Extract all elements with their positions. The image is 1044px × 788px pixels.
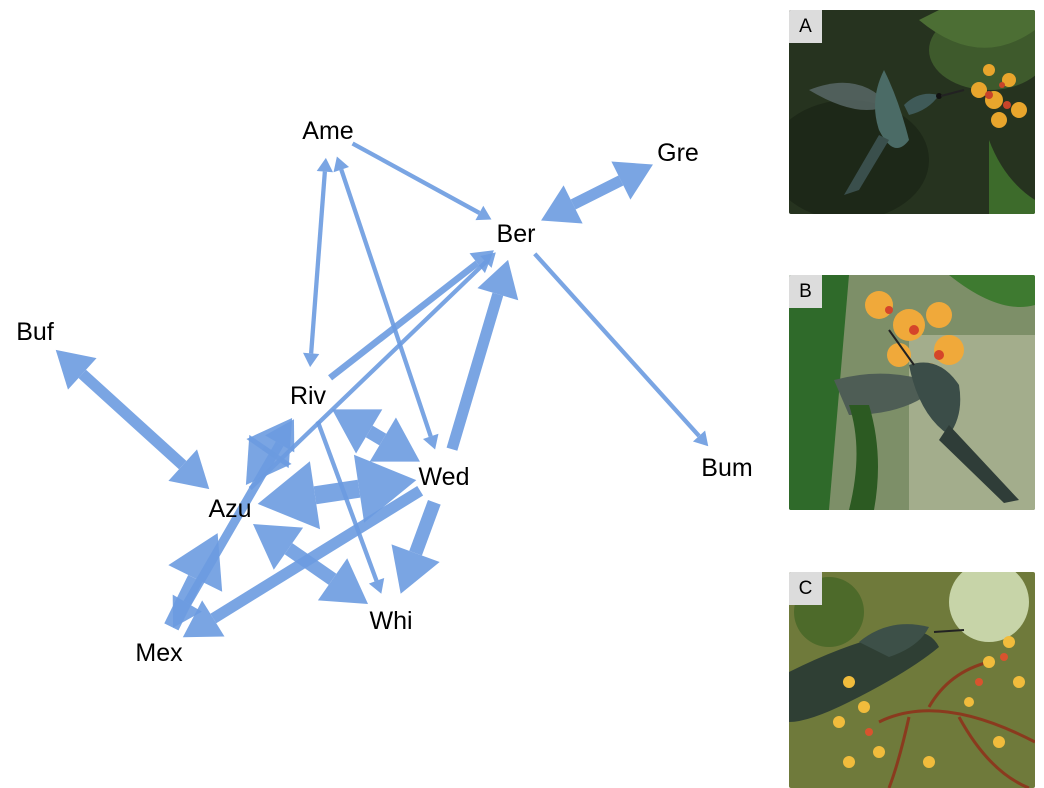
node-label-bum: Bum: [701, 454, 752, 482]
photo-c: C: [789, 572, 1035, 788]
photo-tag-b: B: [789, 275, 822, 308]
edge-ame-ber: [351, 141, 492, 221]
edge-azu-buf: [55, 349, 210, 490]
photo-tag-c: C: [789, 572, 822, 605]
node-label-whi: Whi: [369, 607, 412, 635]
node-label-azu: Azu: [208, 495, 251, 523]
photo-a: A: [789, 10, 1035, 214]
edge-wed-ber: [446, 259, 519, 451]
edge-ame-riv: [302, 157, 334, 368]
edge-mex-azu: [164, 533, 223, 631]
node-label-ame: Ame: [302, 117, 353, 145]
edges-layer: [55, 141, 709, 638]
edge-wed-azu: [257, 454, 417, 530]
edge-wed-whi: [391, 499, 441, 594]
node-label-buf: Buf: [16, 318, 54, 346]
edge-wed-mex: [182, 485, 424, 638]
node-label-gre: Gre: [657, 139, 699, 167]
hummingbird-photo-c: [789, 572, 1035, 788]
hummingbird-photo-b: [789, 275, 1035, 510]
edge-ame-wed: [333, 156, 439, 450]
edge-riv-azu: [245, 418, 293, 485]
node-label-mex: Mex: [135, 639, 183, 667]
node-label-ber: Ber: [497, 220, 536, 248]
node-label-riv: Riv: [290, 382, 327, 410]
edge-riv-whi: [315, 420, 385, 594]
photo-b: B: [789, 275, 1035, 510]
edge-ber-gre: [541, 161, 653, 224]
node-label-wed: Wed: [419, 463, 470, 491]
hummingbird-photo-a: [789, 10, 1035, 214]
edge-riv-ber: [328, 250, 494, 381]
edge-riv-wed: [332, 409, 420, 462]
edge-ber-bum: [533, 252, 709, 447]
photo-tag-a: A: [789, 10, 822, 43]
